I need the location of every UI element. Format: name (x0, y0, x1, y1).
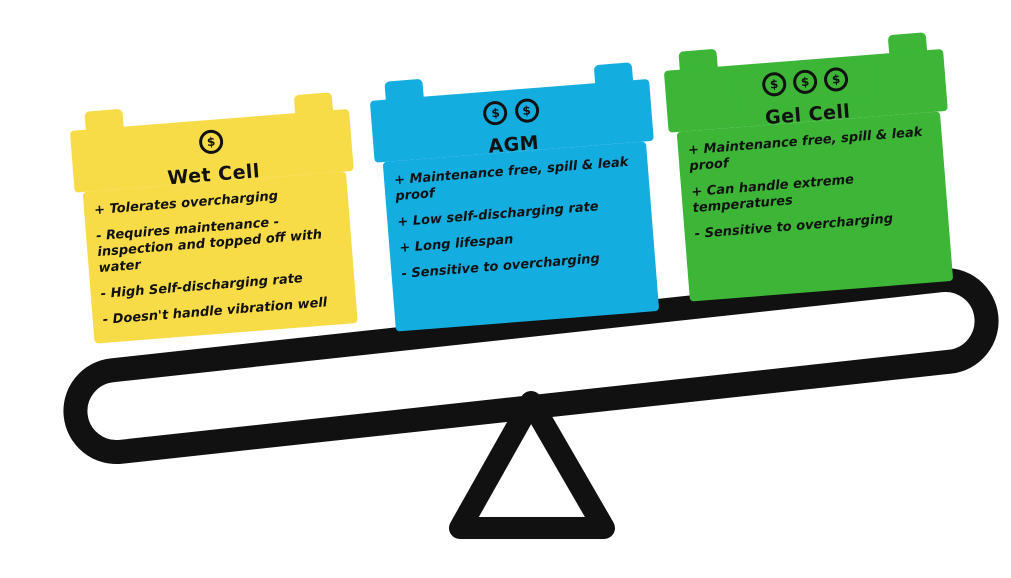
dollar-coin-icon: $ (198, 128, 225, 155)
scale-fulcrum (449, 391, 615, 539)
dollar-coin-icon: $ (792, 68, 819, 95)
battery-body: + Maintenance free, spill & leak proof +… (676, 111, 954, 302)
dollar-coin-icon: $ (482, 100, 509, 127)
battery-body: + Maintenance free, spill & leak proof +… (382, 141, 660, 332)
feature-item: + Maintenance free, spill & leak proof (393, 154, 629, 205)
dollar-coin-icon: $ (823, 66, 850, 93)
feature-list: + Maintenance free, spill & leak proof +… (394, 154, 646, 283)
dollar-coin-icon: $ (513, 97, 540, 124)
feature-list: + Maintenance free, spill & leak proof +… (688, 124, 939, 243)
dollar-coin-icon: $ (761, 71, 788, 98)
feature-item: + Maintenance free, spill & leak proof (687, 124, 923, 175)
feature-list: + Tolerates overcharging - Requires main… (94, 184, 347, 329)
battery-body: + Tolerates overcharging - Requires main… (82, 171, 358, 344)
feature-item: - Requires maintenance - inspection and … (95, 214, 323, 277)
feature-item: + Can handle extreme temperatures (690, 172, 855, 217)
